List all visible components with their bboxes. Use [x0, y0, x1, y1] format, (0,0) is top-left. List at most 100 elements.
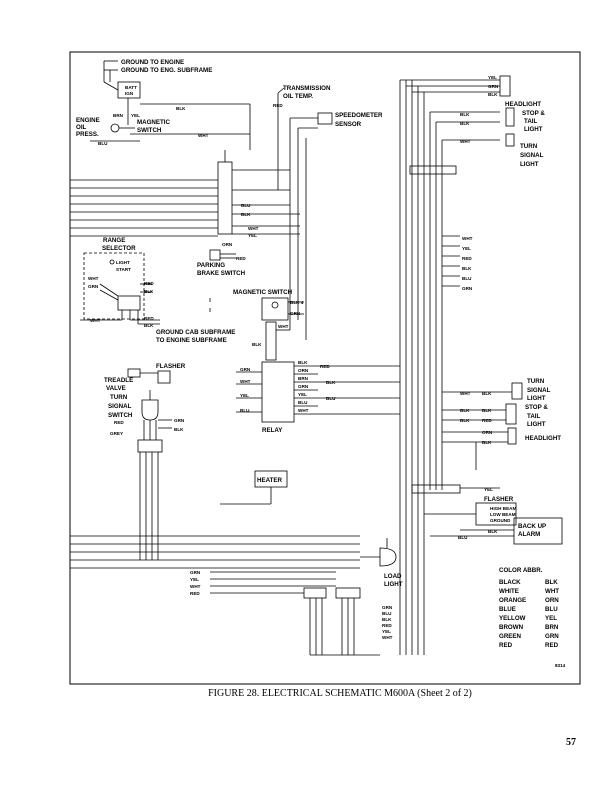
label-yel-r2: YEL	[462, 246, 471, 251]
legend-abbr-7: RED	[545, 642, 559, 649]
label-yel-top: YEL	[131, 113, 140, 118]
label-blu-relay-out: BLU	[326, 396, 336, 401]
label-batt: BATT	[125, 85, 137, 90]
label-wht-mag: WHT	[278, 324, 289, 329]
label-blu-relay-r: BLU	[298, 400, 308, 405]
label-turn-signal-right-1: TURN	[527, 378, 545, 385]
label-blk-relay: BLK	[252, 342, 262, 347]
right-trunk	[399, 80, 443, 655]
label-blu-r2: BLU	[462, 276, 472, 281]
turn-signal-switch-connector	[137, 439, 163, 453]
label-load-light-1: LOAD	[384, 573, 402, 580]
drawing-number: 8314	[555, 663, 566, 668]
label-heater: HEATER	[257, 477, 283, 484]
label-ground-to-eng-subframe: GROUND TO ENG. SUBFRAME	[121, 67, 212, 74]
label-wht-range: WHT	[88, 276, 99, 281]
label-magnetic-switch-mid: MAGNETIC SWITCH	[233, 289, 293, 296]
label-flasher-right: FLASHER	[484, 496, 514, 503]
label-yel-relay: YEL	[240, 393, 249, 398]
label-relay: RELAY	[262, 427, 283, 434]
back-up-alarm-box	[513, 517, 563, 545]
label-ground-to-engine: GROUND TO ENGINE	[121, 59, 184, 66]
label-wht-bot: WHT	[190, 584, 201, 589]
flasher-left-box	[157, 370, 171, 384]
label-ign: IGN	[125, 91, 134, 96]
label-turn-signal-switch-3: SWITCH	[108, 412, 133, 419]
label-blk-r10: BLK	[488, 529, 498, 534]
label-high-beam: HIGH BEAM	[490, 506, 516, 511]
label-red-range: RED	[144, 281, 154, 286]
range-selector-connector	[117, 295, 141, 311]
label-blk-range2: BLK	[144, 323, 154, 328]
label-engine-oil-press-1: ENGINE	[76, 117, 100, 124]
turn-signal-switch-body	[141, 399, 159, 421]
label-back-up-alarm-2: ALARM	[518, 531, 540, 538]
label-wht-top: WHT	[198, 133, 209, 138]
legend-abbr-1: WHT	[545, 588, 559, 595]
label-red-range2: RED	[144, 316, 154, 321]
label-grey-tss: GREY	[110, 431, 123, 436]
label-turn-signal-top-1: TURN	[520, 143, 538, 150]
label-turn-signal-switch-2: SIGNAL	[108, 403, 132, 410]
label-blk-top: BLK	[176, 106, 186, 111]
label-stop-tail-top-2: TAIL	[524, 118, 538, 125]
legend-color-4: YELLOW	[499, 615, 526, 622]
main-harness	[70, 179, 218, 237]
label-speedometer-1: SPEEDOMETER	[335, 112, 383, 119]
label-ground-cab-1: GROUND CAB SUBFRAME	[156, 329, 235, 336]
label-yel-r1: YEL	[488, 75, 497, 80]
legend-color-7: RED	[499, 642, 513, 649]
label-blk-r5: BLK	[482, 391, 492, 396]
range-selector-box	[83, 252, 145, 320]
label-brn-top: BRN	[113, 113, 124, 118]
legend-color-2: ORANGE	[499, 597, 526, 604]
label-yel-mid: YEL	[248, 233, 257, 238]
label-blk-relay-r: BLK	[298, 360, 308, 365]
legend-color-6: GREEN	[499, 633, 522, 640]
turn-signal-right-box	[511, 382, 523, 400]
label-blk-r3: BLK	[460, 121, 470, 126]
label-turn-signal-right-2: SIGNAL	[527, 387, 551, 394]
label-speedometer-2: SENSOR	[335, 121, 362, 128]
label-blk-r7: BLK	[482, 408, 492, 413]
label-wht-relay-r: WHT	[298, 408, 309, 413]
legend-color-3: BLUE	[499, 606, 516, 613]
label-red-b2: RED	[382, 623, 392, 628]
label-stop-tail-right-1: STOP &	[525, 404, 548, 411]
label-red-tss: RED	[114, 420, 124, 425]
label-turn-signal-switch-1: TURN	[110, 394, 128, 401]
label-blk-mid: BLK	[241, 212, 251, 217]
label-wht-b2: WHT	[382, 635, 393, 640]
label-brn-relay-r: BRN	[298, 376, 309, 381]
relay-block	[261, 361, 295, 423]
label-range-selector-2: SELECTOR	[102, 245, 136, 252]
bottom-connector-right	[335, 587, 361, 599]
label-headlight-right: HEADLIGHT	[525, 435, 561, 442]
stop-tail-right-box	[505, 403, 517, 425]
label-stop-tail-right-2: TAIL	[527, 413, 541, 420]
label-turn-signal-right-3: LIGHT	[527, 395, 546, 402]
page-number: 57	[566, 737, 576, 748]
label-stop-tail-top-1: STOP &	[522, 110, 545, 117]
label-ground-cab-2: TO ENGINE SUBFRAME	[156, 337, 227, 344]
label-blu-r3: BLU	[458, 535, 468, 540]
label-red-r3: RED	[482, 418, 492, 423]
label-wht-range2: WHT	[90, 318, 101, 323]
label-grn-relay: GRN	[240, 367, 251, 372]
label-grn-bot: GRN	[190, 570, 201, 575]
label-engine-oil-press-2: OIL	[76, 124, 87, 131]
label-grn-tss: GRN	[174, 418, 185, 423]
label-wht-r2: WHT	[462, 236, 473, 241]
oil-pressure-sender	[110, 123, 120, 133]
label-grn-range: GRN	[88, 284, 99, 289]
label-blk-r9: BLK	[482, 440, 492, 445]
color-abbr-legend: COLOR ABBR. BLACK BLK WHITE WHT ORANGE O…	[499, 567, 559, 649]
label-blk-r1: BLK	[488, 92, 498, 97]
label-load-light-2: LIGHT	[384, 581, 403, 588]
label-transmission-1: TRANSMISSION	[283, 85, 331, 92]
label-wht-r1: WHT	[460, 139, 471, 144]
legend-abbr-2: ORN	[545, 597, 559, 604]
load-light-lamp	[379, 547, 397, 567]
legend-abbr-6: GRN	[545, 633, 559, 640]
